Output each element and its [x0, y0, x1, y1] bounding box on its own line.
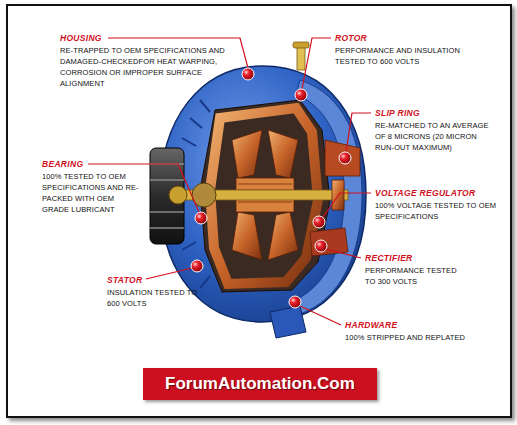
part-note: 100% STRIPPED AND REPLATED	[345, 332, 495, 343]
part-name: RECTIFIER	[365, 253, 413, 263]
part-name: HOUSING	[60, 33, 102, 43]
part-note: RE-TRAPPED TO OEM SPECIFICATIONS AND DAM…	[60, 45, 232, 89]
watermark-text: ForumAutomation.Com	[165, 374, 355, 394]
part-name: HARDWARE	[345, 320, 397, 330]
slip-ring-housing	[325, 140, 360, 176]
mounting-foot	[270, 306, 306, 338]
part-note: PERFORMANCE AND INSULATION TESTED TO 600…	[335, 45, 475, 67]
part-note: 100% TESTED TO OEM SPECIFICATIONS AND RE…	[42, 171, 142, 215]
part-name: STATOR	[107, 275, 142, 285]
callout-dots	[191, 68, 351, 308]
watermark-banner: ForumAutomation.Com	[143, 368, 377, 400]
part-note: RE-MATCHED TO AN AVERAGE OF 8 MICRONS (2…	[375, 120, 493, 153]
terminal-cap	[293, 42, 309, 48]
pulley	[150, 148, 187, 244]
leader-lines	[88, 38, 371, 325]
rectifier-plate	[310, 228, 348, 256]
part-note: PERFORMANCE TESTED TO 300 VOLTS	[365, 265, 465, 287]
part-name: SLIP RING	[375, 108, 420, 118]
part-name: VOLTAGE REGULATOR	[375, 188, 475, 198]
part-note: INSULATION TESTED TO 600 VOLTS	[107, 287, 199, 309]
part-name: BEARING	[42, 159, 83, 169]
part-name: ROTOR	[335, 33, 367, 43]
terminal-stud	[297, 46, 305, 70]
part-note: 100% VOLTAGE TESTED TO OEM SPECIFICATION…	[375, 200, 499, 222]
